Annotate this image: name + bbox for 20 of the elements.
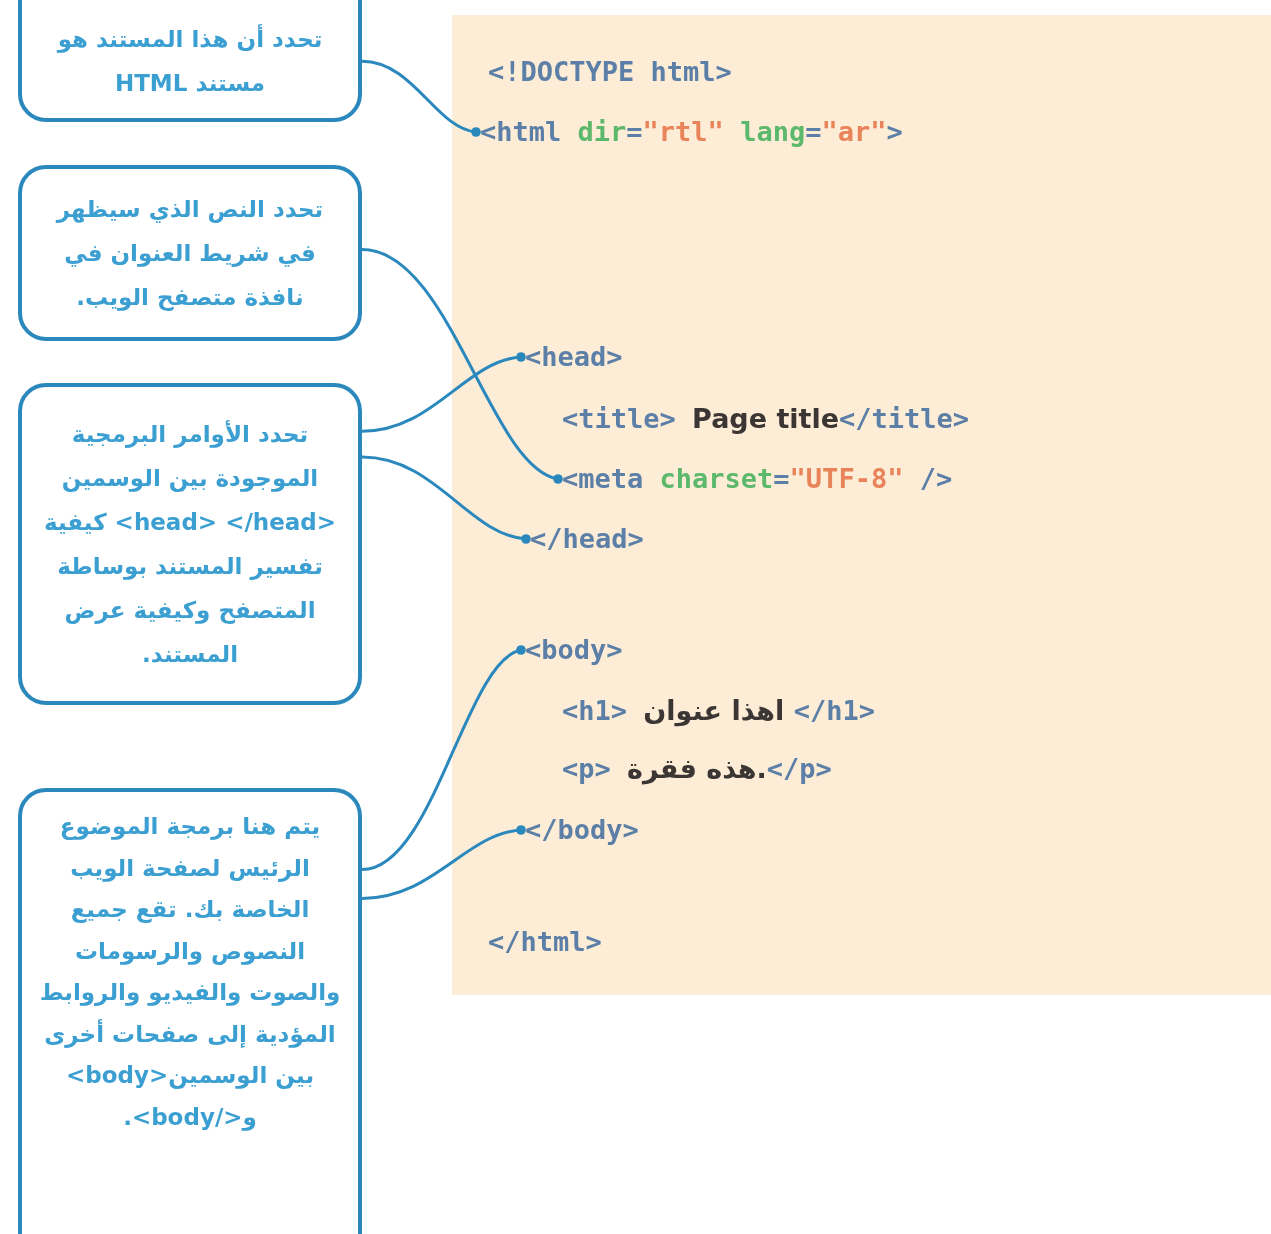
callout-box: تحدد الأوامر البرمجية الموجودة بين الوسمين <head> </head> كيفية تفسير المستند بوساطة المتصفح وكيفية عرض المستند.	[18, 383, 362, 705]
connector-line	[361, 825, 526, 900]
connector-line	[361, 645, 526, 872]
callout-box: تحدد أن هذا المستند هو مستند HTML	[18, 0, 362, 122]
code-line: </html>	[488, 925, 602, 959]
code-line: <body>	[525, 633, 623, 667]
code-panel	[452, 15, 1271, 995]
connector-line	[361, 352, 526, 433]
code-line: </body>	[525, 813, 639, 847]
callout-box: يتم هنا برمجة الموضوع الرئيس لصفحة الويب الخاصة بك. تقع جميع النصوص والرسومات والصوت والفيديو والروابط المؤدية إلى صفحات أخرى بين الوسمين<body> و</body>.	[18, 788, 362, 1234]
code-line: <title> Page title</title>	[562, 402, 970, 436]
connector-line	[361, 248, 563, 484]
connector-line	[361, 455, 531, 544]
code-line: <!DOCTYPE html>	[488, 55, 732, 89]
code-line: <meta charset="UTF-8" />	[562, 462, 953, 496]
code-line: </head>	[530, 522, 644, 556]
connector-line	[361, 59, 481, 137]
code-line: <head>	[525, 340, 623, 374]
callout-box: تحدد النص الذي سيظهر في شريط العنوان في نافذة متصفح الويب.	[18, 165, 362, 341]
code-line: <html dir="rtl" lang="ar">	[480, 115, 903, 149]
